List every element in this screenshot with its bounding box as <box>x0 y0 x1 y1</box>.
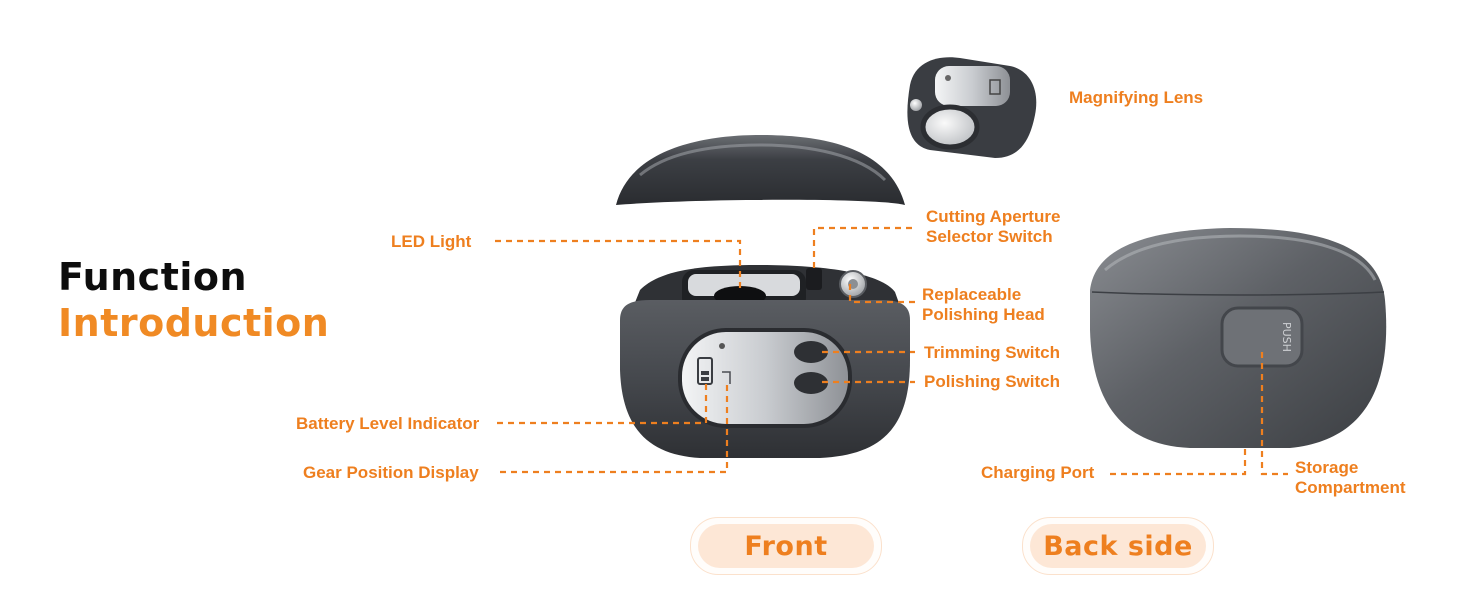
back-device: PUSH <box>1090 228 1387 448</box>
label-led-light: LED Light <box>391 232 472 251</box>
line-storage <box>1260 352 1288 476</box>
lid-cover <box>616 135 905 205</box>
label-battery-level: Battery Level Indicator <box>296 414 480 433</box>
label-replaceable-line2: Polishing Head <box>922 305 1045 324</box>
magnifying-lens-device <box>907 57 1037 158</box>
heading-function: Function <box>58 255 248 299</box>
back-view-pill: Back side <box>1022 517 1214 575</box>
heading-introduction: Introduction <box>58 301 330 345</box>
line-charging-port <box>1110 445 1247 476</box>
line-battery-level <box>497 384 708 425</box>
label-trimming-switch: Trimming Switch <box>924 343 1061 362</box>
front-view-pill: Front <box>690 517 882 575</box>
line-cutting-aperture <box>812 226 912 268</box>
label-cutting-aperture-line1: Cutting Aperture <box>926 207 1061 226</box>
front-device <box>620 265 910 458</box>
label-magnifying-lens: Magnifying Lens <box>1069 88 1204 107</box>
label-storage-line1: Storage <box>1295 458 1359 477</box>
front-view-label: Front <box>698 524 874 568</box>
callout-lines <box>495 226 1288 476</box>
label-gear-position: Gear Position Display <box>303 463 479 482</box>
label-replaceable-line1: Replaceable <box>922 285 1022 304</box>
label-storage-line2: Compartment <box>1295 478 1406 497</box>
label-charging-port: Charging Port <box>981 463 1095 482</box>
line-replaceable-head <box>848 284 915 304</box>
push-text: PUSH <box>1280 322 1293 352</box>
line-led-light <box>495 239 742 292</box>
back-view-label: Back side <box>1030 524 1206 568</box>
label-cutting-aperture-line2: Selector Switch <box>926 227 1053 246</box>
label-polishing-switch: Polishing Switch <box>924 372 1061 391</box>
